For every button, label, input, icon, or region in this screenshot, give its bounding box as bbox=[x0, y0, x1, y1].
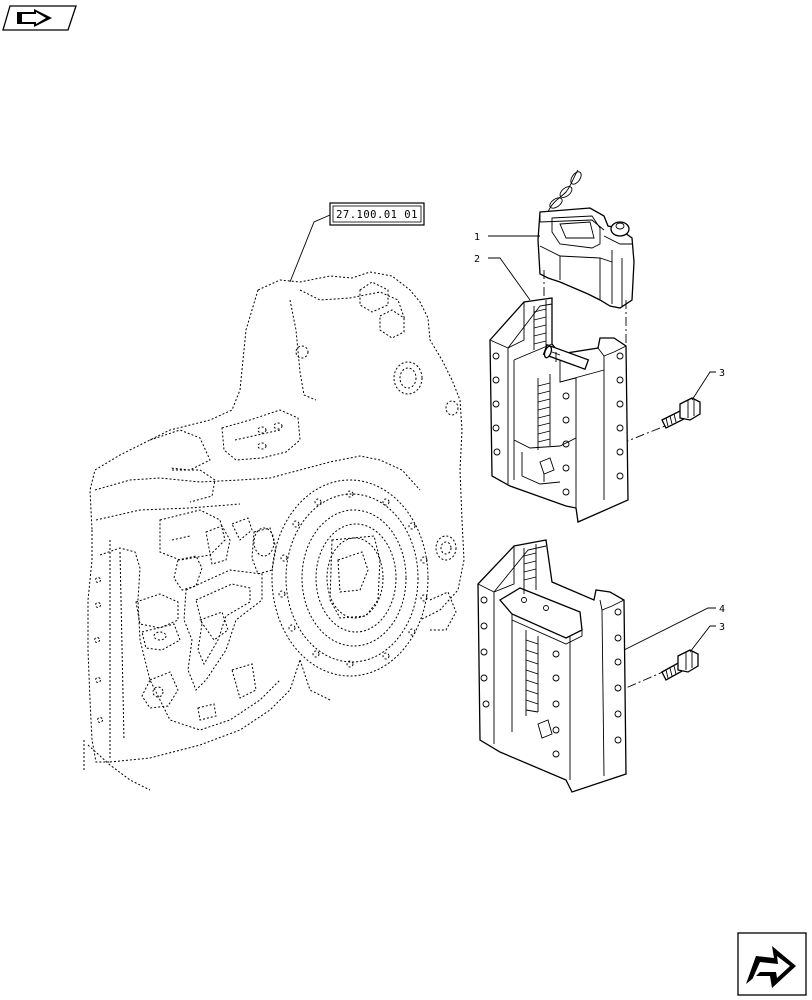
callout-3-upper[interactable]: 3 bbox=[691, 368, 725, 401]
transmission-housing-outline bbox=[83, 271, 465, 791]
next-page-icon[interactable] bbox=[737, 932, 807, 996]
reference-leader bbox=[289, 214, 331, 283]
hitch-bracket-lower bbox=[477, 539, 627, 793]
callout-1[interactable]: 1 bbox=[474, 232, 540, 243]
callout-4[interactable]: 4 bbox=[623, 604, 725, 651]
previous-page-icon[interactable] bbox=[2, 5, 77, 31]
callout-1-label: 1 bbox=[474, 232, 480, 243]
callout-2-label: 2 bbox=[474, 254, 480, 265]
callout-2[interactable]: 2 bbox=[474, 254, 531, 301]
bolt-upper bbox=[661, 397, 701, 429]
hitch-bracket-upper bbox=[489, 297, 629, 523]
callout-3-upper-label: 3 bbox=[719, 368, 725, 379]
callout-3-lower[interactable]: 3 bbox=[689, 622, 725, 653]
bolt-lower bbox=[661, 649, 699, 681]
latch-cover bbox=[537, 169, 635, 309]
callout-3-lower-label: 3 bbox=[719, 622, 725, 633]
callout-4-label: 4 bbox=[719, 604, 725, 615]
reference-box[interactable]: 27.100.01 01 bbox=[329, 202, 425, 226]
reference-label: 27.100.01 01 bbox=[336, 209, 418, 221]
